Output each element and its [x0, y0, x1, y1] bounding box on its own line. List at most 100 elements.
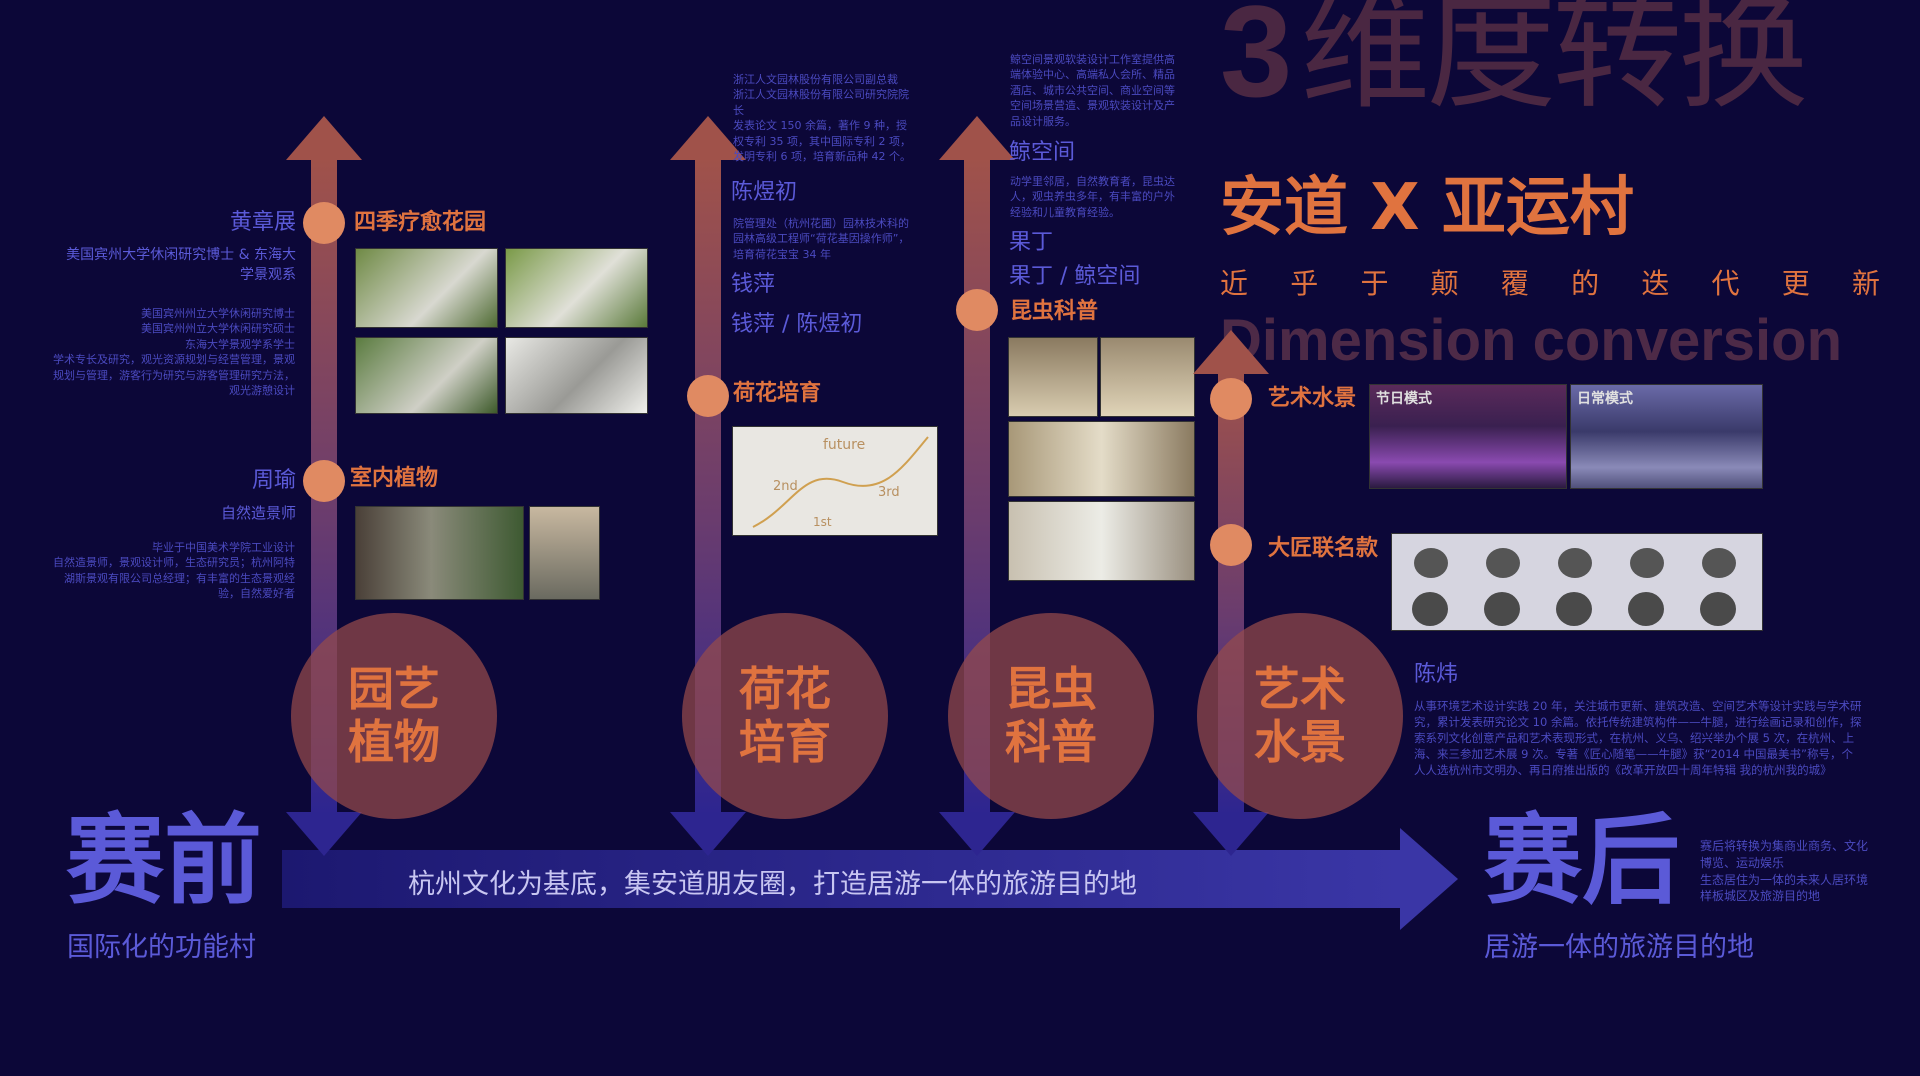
- milestone-dot: [1210, 524, 1252, 566]
- person-names: 钱萍 / 陈煜初: [731, 312, 863, 337]
- person-name: 钱萍: [731, 272, 776, 297]
- timeline-text: 杭州文化为基底，集安道朋友圈，打造居游一体的旅游目的地: [408, 869, 1137, 900]
- image-label: 日常模式: [1577, 391, 1633, 407]
- bio-text: 鲸空间景观软装设计工作室提供高端体验中心、高端私人会所、精品酒店、城市公共空间、…: [1010, 53, 1175, 128]
- sculpture-top: [1702, 548, 1736, 578]
- bg-title-row: 3 维度转换: [1220, 0, 1808, 176]
- start-sub: 国际化的功能村: [67, 932, 256, 963]
- garden-image: [355, 337, 498, 414]
- subtitle-char: 新: [1851, 267, 1880, 300]
- subtitle-char: 乎: [1290, 267, 1319, 300]
- arrow-down-icon: [286, 812, 362, 856]
- bio-text: 院管理处（杭州花圃）园林技术科的园林高级工程师“荷花基因操作师”，培育荷花宝宝 …: [733, 217, 910, 261]
- sculpture-disc: [1628, 592, 1664, 626]
- category-circle: 荷花培育: [682, 613, 888, 819]
- arrow-up-icon: [1193, 330, 1269, 374]
- end-sub: 居游一体的旅游目的地: [1484, 932, 1754, 963]
- lotus-map-image: future 2nd 3rd 1st: [732, 426, 938, 536]
- subtitle-char: 更: [1781, 267, 1810, 300]
- bio-line: 美国宾州州立大学休闲研究硕士: [141, 322, 295, 336]
- arrow-down-icon: [1193, 812, 1269, 856]
- bio-line: 浙江人文园林股份有限公司研究院院长: [733, 88, 909, 117]
- bio-line: 美国宾州州立大学休闲研究博士: [141, 307, 295, 320]
- bio-line: 毕业于中国美术学院工业设计: [152, 541, 295, 554]
- circle-text: 科普: [1005, 715, 1097, 769]
- start-label: 赛前: [66, 804, 263, 918]
- garden-image: [355, 248, 498, 328]
- circle-text: 荷花: [739, 662, 831, 717]
- sculpture-disc: [1484, 592, 1520, 626]
- sculpture-disc: [1412, 592, 1448, 626]
- circle-text: 艺术: [1254, 662, 1346, 717]
- bio-text: 从事环境艺术设计实践 20 年，关注城市更新、建筑改造、空间艺术等设计实践与学术…: [1414, 699, 1862, 778]
- arrow-up-icon: [286, 116, 362, 160]
- sculpture-top: [1630, 548, 1664, 578]
- topic-label: 艺术水景: [1268, 386, 1357, 411]
- bio-line: 东海大学景观学系学士: [185, 337, 295, 351]
- map-label: 1st: [813, 515, 832, 529]
- milestone-dot: [1210, 378, 1252, 420]
- bio-line: 学术专长及研究，观光资源规划与经营管理，景观规划与管理，游客行为研究与游客管理研…: [53, 353, 295, 397]
- sculpture-top: [1414, 548, 1448, 578]
- subtitle-char: 颠: [1430, 267, 1459, 300]
- topic-label: 四季疗愈花园: [354, 210, 487, 235]
- milestone-dot: [956, 289, 998, 331]
- bio-text: 动学里邻居，自然教育者，昆虫达人，观虫养虫多年，有丰富的户外经验和儿童教育经验。: [1010, 175, 1175, 219]
- arrow-down-icon: [939, 812, 1015, 856]
- plant-image: [529, 506, 600, 600]
- circle-text: 水景: [1254, 715, 1346, 769]
- person-name: 陈煜初: [731, 180, 798, 205]
- circle-text: 植物: [348, 715, 440, 769]
- sculpture-disc: [1700, 592, 1736, 626]
- subtitle-char: 代: [1711, 267, 1740, 300]
- subtitle-char: 覆: [1500, 267, 1529, 300]
- person-name: 周瑜: [251, 468, 296, 493]
- person-names: 果丁 / 鲸空间: [1009, 264, 1141, 289]
- end-note-line: 生态居住为一体的未来人居环境样板城区及旅游目的地: [1700, 872, 1869, 904]
- topic-label: 大匠联名款: [1268, 536, 1379, 561]
- garden-image: [505, 337, 648, 414]
- person-title: 自然造景师: [220, 504, 296, 522]
- circle-text: 园艺: [348, 662, 440, 717]
- garden-image: [505, 248, 648, 328]
- image-label: 节日模式: [1376, 391, 1432, 407]
- subtitle-char: 近: [1220, 267, 1249, 300]
- festival-mode-image: 节日模式: [1369, 384, 1567, 489]
- map-label: 3rd: [878, 485, 900, 500]
- insect-image: [1008, 501, 1195, 581]
- milestone-dot: [303, 460, 345, 502]
- map-path: [752, 436, 929, 528]
- bio-line: 浙江人文园林股份有限公司副总裁: [733, 73, 898, 86]
- timeline-arrow: [282, 850, 1402, 908]
- circle-text: 昆虫: [1005, 662, 1097, 717]
- category-circle: 园艺植物: [291, 613, 497, 819]
- main-title: 安道 X 亚运村: [1220, 171, 1634, 245]
- milestone-dot: [687, 375, 729, 417]
- category-circle: 艺术水景: [1197, 613, 1403, 819]
- milestone-dot: [303, 202, 345, 244]
- person-name: 黄章展: [229, 210, 296, 235]
- subtitle: 近乎于颠覆的迭代更新: [1220, 270, 1880, 298]
- sculpture-disc: [1556, 592, 1592, 626]
- sculpture-image: [1391, 533, 1763, 631]
- end-note: 赛后将转换为集商业商务、文化博览、运动娱乐 生态居住为一体的未来人居环境样板城区…: [1700, 838, 1870, 905]
- daily-mode-image: 日常模式: [1570, 384, 1763, 489]
- topic-label: 室内植物: [350, 466, 439, 491]
- insect-image: [1008, 337, 1098, 417]
- arrow-up-icon: [939, 116, 1015, 160]
- circle-text: 培育: [739, 715, 831, 769]
- insect-image: [1100, 337, 1195, 417]
- person-name: 鲸空间: [1009, 140, 1076, 165]
- map-label: future: [823, 437, 866, 453]
- arrow-up-icon: [670, 116, 746, 160]
- sculpture-top: [1558, 548, 1592, 578]
- topic-label: 荷花培育: [733, 381, 822, 406]
- insect-image: [1008, 421, 1195, 497]
- english-title: Dimension conversion: [1220, 308, 1843, 373]
- person-name: 陈炜: [1414, 662, 1459, 687]
- person-name: 果丁: [1009, 230, 1054, 255]
- bio-line: 自然造景师，景观设计师，生态研究员；杭州阿特湖斯景观有限公司总经理；有丰富的生态…: [53, 556, 295, 601]
- plant-image: [355, 506, 524, 600]
- end-label: 赛后: [1484, 804, 1681, 918]
- arrow-down-icon: [670, 812, 746, 856]
